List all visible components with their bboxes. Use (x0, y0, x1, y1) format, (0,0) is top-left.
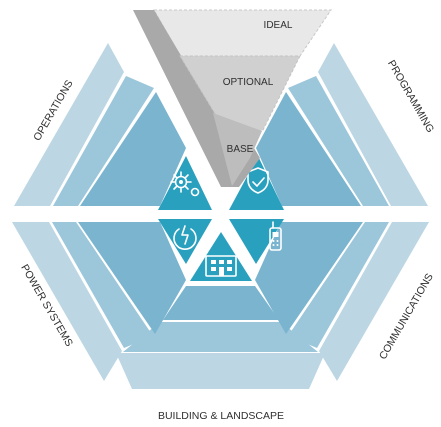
building-icon (205, 255, 237, 277)
communications-middle-band (255, 222, 363, 334)
ideal-label: IDEAL (264, 20, 293, 31)
operations-core (158, 156, 212, 210)
gears-icon (170, 171, 200, 197)
operations-outer-band (14, 43, 124, 206)
programming-middle-band (256, 92, 361, 206)
building-landscape-label: BUILDING & LANDSCAPE (158, 410, 284, 422)
base-label: BASE (227, 144, 254, 155)
communications-outer-band (319, 222, 429, 381)
power-icon (173, 225, 197, 250)
building-middle-band (163, 286, 279, 320)
communications-middle-band-outer (288, 222, 389, 348)
sector-power-systems (12, 219, 212, 381)
power-outer-band (12, 222, 122, 381)
building-outer-band (116, 353, 325, 389)
radio-icon (269, 221, 282, 251)
sector-programming (229, 43, 428, 210)
optional-label: OPTIONAL (223, 77, 274, 88)
operations-middle-band-outer (53, 76, 154, 206)
shield-check-icon (247, 167, 269, 194)
tier-funnel (133, 9, 332, 187)
programming-core (229, 156, 284, 210)
power-middle-band (78, 222, 186, 334)
base-inner-zone (213, 113, 262, 186)
sector-operations (14, 43, 212, 210)
programming-label: PROGRAMMING (385, 58, 436, 135)
building-middle-band-lower (123, 322, 318, 352)
operations-middle-band (80, 92, 186, 206)
sector-communications (229, 219, 429, 381)
programming-outer-band (318, 43, 428, 206)
programming-middle-band-outer (288, 76, 389, 206)
ideal-zone (153, 9, 332, 57)
power-middle-band-outer (52, 222, 153, 348)
sector-building-landscape (116, 232, 325, 389)
